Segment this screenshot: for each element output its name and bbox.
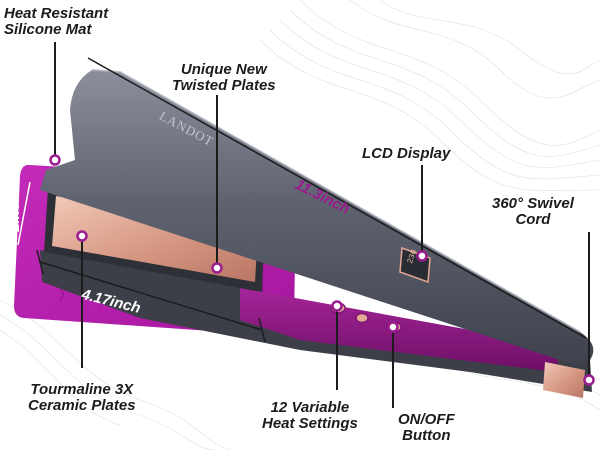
heat-button-down: [355, 312, 369, 324]
callout-lines: [17, 42, 590, 408]
label-twisted-plates: Unique New Twisted Plates: [172, 61, 276, 94]
label-swivel-cord: 360° Swivel Cord: [492, 195, 574, 228]
label-power-button: ON/OFF Button: [398, 411, 455, 444]
label-heat-settings: 12 Variable Heat Settings: [262, 399, 358, 432]
label-silicone-mat: Heat Resistant Silicone Mat: [4, 5, 109, 38]
label-lcd-display: LCD Display: [362, 145, 451, 162]
label-ceramic-plates: Tourmaline 3X Ceramic Plates: [28, 381, 136, 414]
measure-plate-width: 1inch: [6, 192, 23, 232]
callout-dots: [49, 154, 595, 386]
